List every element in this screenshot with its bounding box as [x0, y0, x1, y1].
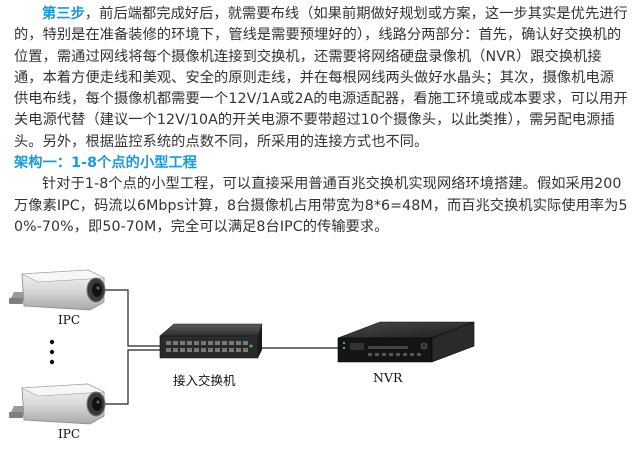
cable-ipc-bottom — [100, 349, 172, 405]
cable-ipc-top — [100, 289, 172, 347]
ipc-top-label: IPC — [58, 313, 80, 327]
nvr-recorder — [337, 321, 475, 363]
ipc-camera-bottom — [9, 383, 106, 425]
paragraph-small-project: 针对于1-8个点的小型工程，可以直接采用普通百兆交换机实现网络环境搭建。假如采用… — [14, 176, 628, 235]
ellipsis-dots — [49, 339, 55, 365]
paragraph-wiring: 第三步，前后端都完成好后，就需要布线（如果前期做好规划或方案，这一步其实是优先进… — [14, 4, 628, 153]
article-text: 第三步，前后端都完成好后，就需要布线（如果前期做好规划或方案，这一步其实是优先进… — [14, 4, 628, 238]
nvr-label: NVR — [373, 370, 403, 385]
ipc-bottom-label: IPC — [58, 427, 80, 441]
step-label: 第三步 — [42, 6, 85, 22]
diagram-graphics — [9, 269, 475, 425]
section-heading: 架构一：1-8个点的小型工程 — [14, 155, 198, 172]
ipc-camera-top — [9, 269, 106, 311]
network-diagram: IPC IPC 接入交换机 NVR — [0, 266, 640, 458]
access-switch — [159, 323, 263, 359]
switch-label: 接入交换机 — [173, 373, 236, 388]
paragraph-wiring-body: ，前后端都完成好后，就需要布线（如果前期做好规划或方案，这一步其实是优先进行的，… — [14, 6, 628, 150]
